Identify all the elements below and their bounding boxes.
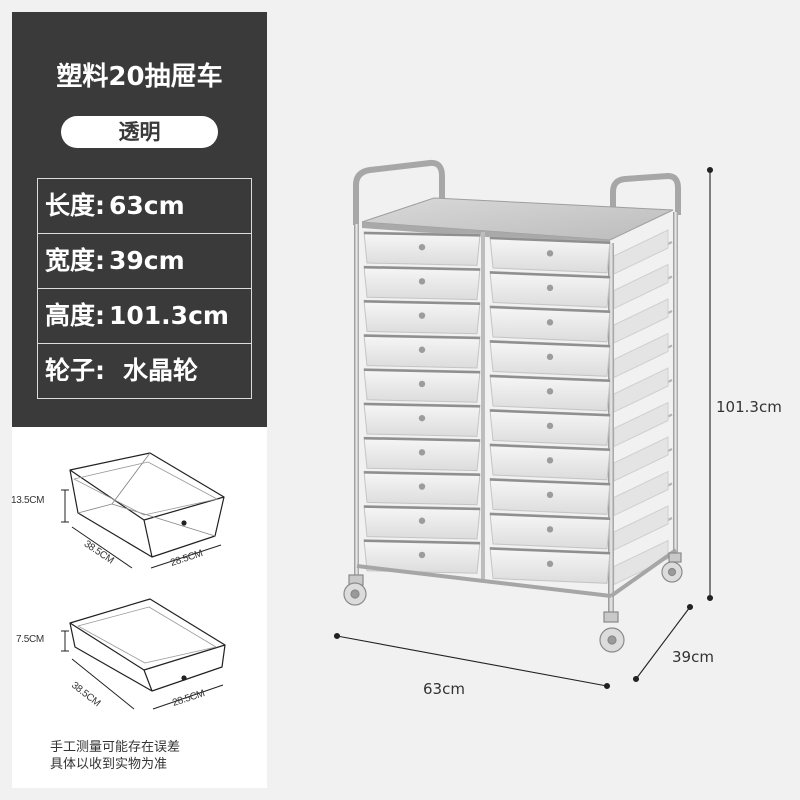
drawer bbox=[489, 270, 611, 308]
drawer-knob bbox=[546, 457, 554, 464]
drawer bbox=[363, 505, 481, 540]
product-title: 塑料20抽屉车 bbox=[56, 62, 223, 92]
note-line: 具体以收到实物为准 bbox=[50, 757, 168, 772]
drawer-knob bbox=[546, 284, 554, 292]
drawer-knob bbox=[546, 422, 554, 430]
spec-value: 101.3cm bbox=[109, 301, 229, 330]
measurement-note: 手工测量可能存在误差 具体以收到实物为准 bbox=[50, 739, 250, 773]
drawer bbox=[489, 477, 611, 515]
post-front-left bbox=[354, 224, 359, 579]
drawer bbox=[363, 368, 481, 403]
wheel bbox=[661, 552, 683, 583]
height-dimension-label: 101.3cm bbox=[716, 398, 782, 416]
width-dimension-label: 63cm bbox=[423, 680, 465, 698]
drawer-knob bbox=[418, 243, 426, 251]
large-drawer-height: 13.5CM bbox=[11, 495, 45, 506]
drawer-knob bbox=[546, 353, 554, 361]
center-divider bbox=[481, 232, 485, 580]
drawer-knob bbox=[418, 278, 426, 285]
drawer-knob bbox=[546, 526, 554, 533]
spec-label: 宽度: bbox=[45, 246, 105, 275]
drawer-side bbox=[613, 436, 669, 482]
drawer-side bbox=[613, 229, 669, 275]
drawer-knob bbox=[418, 449, 426, 456]
drawer-knob bbox=[418, 414, 426, 422]
drawer-knob bbox=[546, 319, 554, 326]
drawer bbox=[489, 546, 611, 584]
drawer bbox=[363, 402, 481, 437]
drawer-side bbox=[613, 263, 669, 310]
drawer bbox=[363, 231, 481, 266]
spec-value: 39cm bbox=[109, 246, 185, 275]
drawer-knob bbox=[546, 560, 554, 568]
drawer-side bbox=[613, 505, 669, 551]
wheel bbox=[343, 574, 367, 606]
post-back-right bbox=[673, 212, 678, 557]
small-drawer-height: 7.5CM bbox=[16, 634, 44, 645]
post-front-right bbox=[608, 243, 614, 615]
small-drawer-sketch bbox=[69, 598, 226, 692]
drawer bbox=[363, 265, 481, 301]
drawer-knob bbox=[418, 517, 426, 524]
drawer-knob bbox=[418, 312, 426, 319]
spec-row-wheels: 轮子: 水晶轮 bbox=[38, 344, 251, 398]
wheel bbox=[599, 611, 625, 653]
drawer bbox=[489, 443, 611, 481]
spec-label: 高度: bbox=[45, 301, 105, 330]
drawer bbox=[489, 512, 611, 550]
spec-row-height: 高度:101.3cm bbox=[38, 289, 251, 344]
side-rails bbox=[611, 229, 673, 586]
drawer-knob bbox=[418, 380, 426, 388]
spec-value: 63cm bbox=[109, 191, 185, 220]
drawer-side bbox=[613, 470, 669, 517]
drawer bbox=[363, 539, 481, 574]
drawer-stack bbox=[363, 231, 611, 584]
drawer bbox=[489, 339, 611, 377]
spec-label: 轮子: bbox=[45, 356, 105, 385]
variant-badge: 透明 bbox=[61, 116, 218, 148]
spec-label: 长度: bbox=[45, 191, 105, 220]
spec-panel: 塑料20抽屉车 透明 长度:63cm 宽度:39cm 高度:101.3cm 轮子… bbox=[12, 12, 267, 427]
drawer bbox=[363, 470, 481, 506]
drawer-side bbox=[613, 298, 669, 344]
drawer bbox=[489, 408, 611, 446]
drawer bbox=[363, 299, 481, 335]
drawer-knob bbox=[546, 388, 554, 395]
spec-row-width: 宽度:39cm bbox=[38, 234, 251, 289]
drawer-knob bbox=[546, 491, 554, 499]
drawer bbox=[489, 374, 611, 412]
note-line: 手工测量可能存在误差 bbox=[50, 740, 181, 755]
right-handle bbox=[610, 172, 681, 222]
drawer-side bbox=[613, 401, 669, 448]
drawer-diagrams bbox=[61, 452, 226, 710]
spec-table: 长度:63cm 宽度:39cm 高度:101.3cm 轮子: 水晶轮 bbox=[37, 178, 252, 399]
spec-value: 水晶轮 bbox=[123, 356, 199, 385]
spec-row-length: 长度:63cm bbox=[38, 179, 251, 234]
drawer bbox=[489, 305, 611, 343]
left-handle bbox=[353, 159, 445, 225]
drawer bbox=[489, 236, 611, 274]
dimension-lines bbox=[333, 166, 714, 690]
large-drawer-sketch bbox=[69, 452, 225, 558]
depth-dimension-label: 39cm bbox=[672, 648, 714, 666]
drawer bbox=[363, 334, 481, 369]
drawer-side bbox=[613, 332, 669, 379]
drawer-detail-card: 13.5CM 38.5CM 28.5CM 7.5CM 38.5CM 28.5CM… bbox=[11, 427, 267, 788]
drawer-knob bbox=[418, 483, 426, 490]
drawer-side bbox=[613, 367, 669, 413]
drawer-knob bbox=[546, 250, 554, 257]
drawer-knob bbox=[418, 346, 426, 353]
drawer bbox=[363, 436, 481, 472]
drawer-knob bbox=[418, 551, 426, 559]
